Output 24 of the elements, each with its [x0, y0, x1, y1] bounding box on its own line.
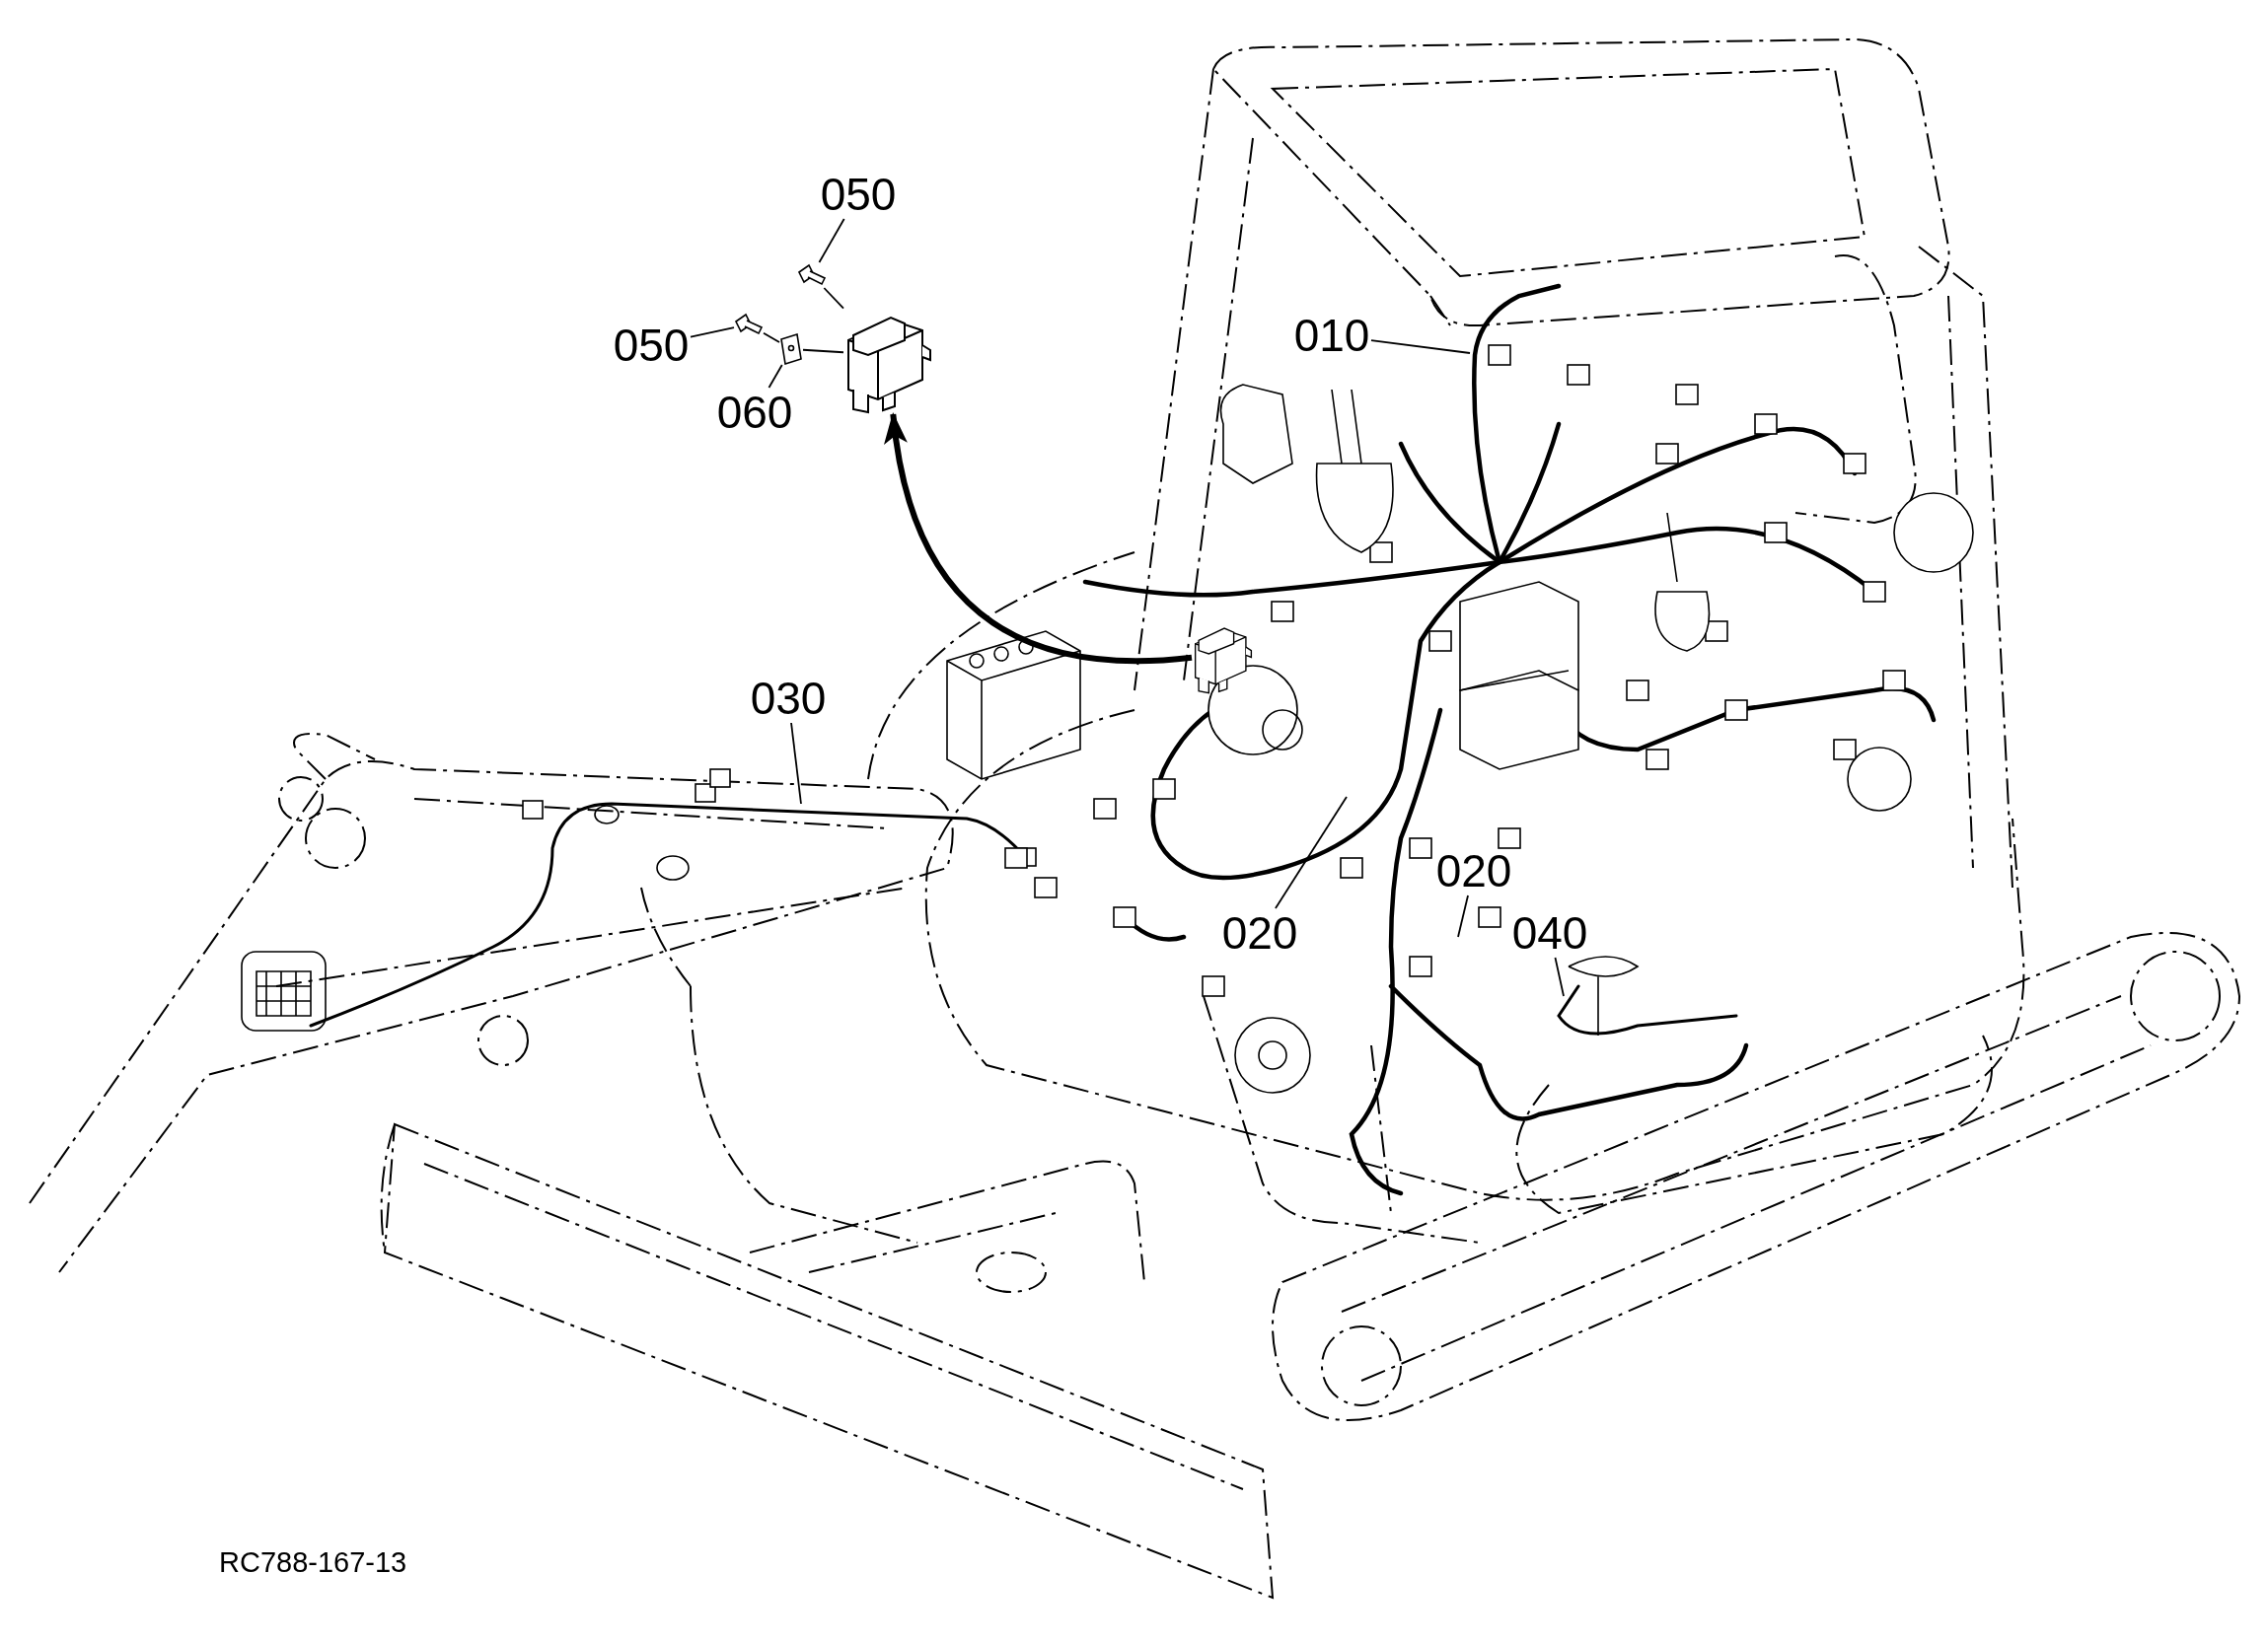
leader-line — [768, 364, 783, 389]
leader-line — [763, 331, 780, 343]
callout-number: 020 — [1220, 908, 1299, 958]
callout-number: 030 — [749, 674, 828, 723]
arrow — [885, 412, 1193, 664]
callout-number: 050 — [612, 321, 691, 370]
callout-number: 020 — [1434, 846, 1513, 895]
callout-number: 040 — [1510, 908, 1589, 958]
leader-line — [1457, 895, 1469, 938]
callout-number: 010 — [1292, 311, 1371, 360]
leader-line — [1275, 796, 1348, 909]
bolt-drawing — [734, 312, 764, 337]
callout-number: 060 — [715, 388, 794, 437]
leader-line — [690, 326, 735, 338]
leader-line — [802, 348, 844, 354]
callout-number: 050 — [819, 170, 898, 219]
leader-line — [1554, 957, 1565, 997]
plate-drawing — [779, 333, 803, 365]
leader-line — [1370, 339, 1471, 354]
leader-line — [818, 218, 845, 263]
drawing-number: RC788-167-13 — [219, 1546, 407, 1579]
bolt-drawing — [797, 262, 827, 288]
leader-line — [823, 287, 844, 310]
leader-line — [790, 722, 802, 805]
